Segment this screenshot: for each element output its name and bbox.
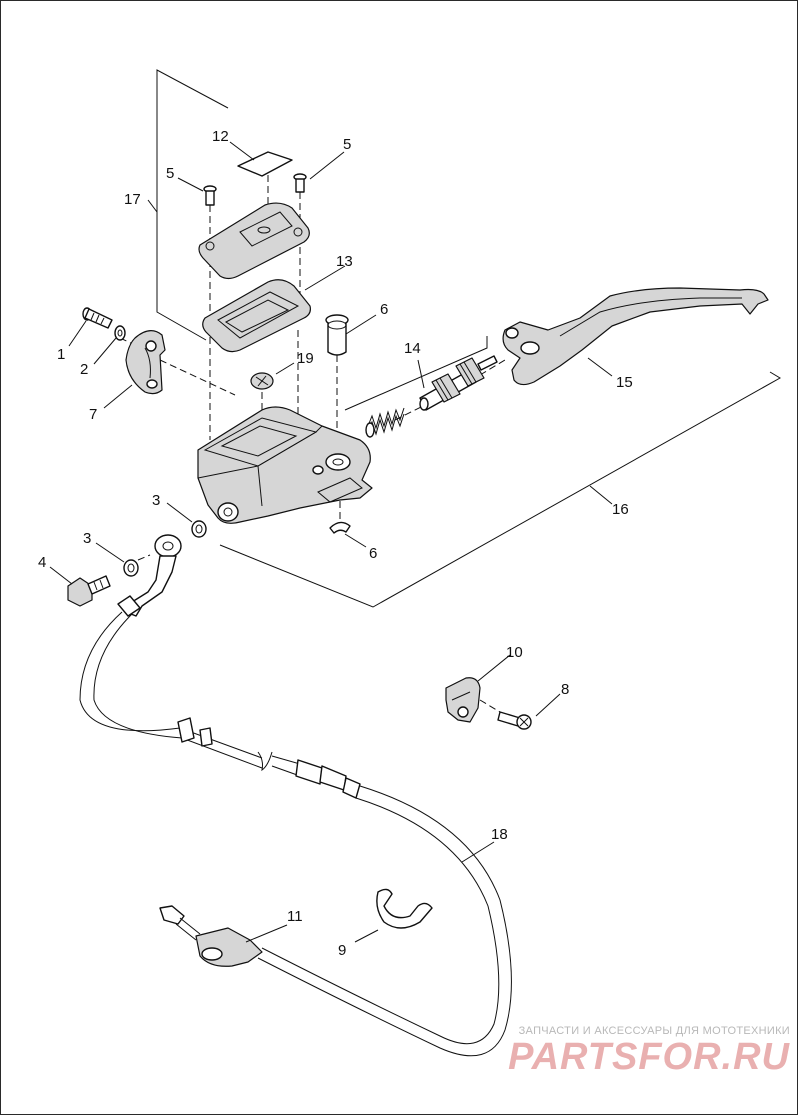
callout-19: 19 (297, 350, 314, 367)
callout-16: 16 (612, 501, 629, 518)
part-14-spring (365, 407, 405, 438)
callout-14: 14 (404, 340, 421, 357)
callout-leaders (49, 141, 613, 943)
part-17-reservoir-cover (198, 202, 310, 280)
assembly-bracket-17 (156, 69, 229, 341)
part-8-screw (497, 711, 532, 730)
part-6-pivot-pin (325, 314, 349, 356)
callout-2: 2 (80, 361, 88, 378)
part-10-clip (445, 677, 481, 723)
callout-3a: 3 (152, 492, 160, 509)
callout-10: 10 (506, 644, 523, 661)
assembly-bracket-16 (219, 336, 781, 608)
part-15-clutch-lever (502, 287, 769, 386)
callout-8: 8 (561, 681, 569, 698)
callout-7: 7 (89, 406, 97, 423)
callout-5b: 5 (343, 136, 351, 153)
callout-5a: 5 (166, 165, 174, 182)
callout-13: 13 (336, 253, 353, 270)
part-6-clip (329, 521, 351, 534)
callout-1: 1 (57, 346, 65, 363)
part-3-washer-upper (191, 520, 207, 538)
callout-9: 9 (338, 942, 346, 959)
watermark-tagline: ЗАПЧАСТИ И АКСЕССУАРЫ ДЛЯ МОТОТЕХНИКИ (518, 1025, 790, 1037)
callout-11: 11 (287, 908, 303, 925)
part-14-piston (419, 355, 498, 411)
watermark: ЗАПЧАСТИ И АКСЕССУАРЫ ДЛЯ МОТОТЕХНИКИ PA… (508, 1025, 790, 1077)
part-13-gasket (202, 279, 311, 353)
part-5-screw-right (293, 173, 307, 193)
part-9-hose-clip (376, 888, 433, 929)
part-11-hose-end-fitting (159, 905, 263, 967)
part-1-clamp-screw (82, 307, 113, 329)
part-18-clutch-hose (79, 534, 512, 1057)
callout-15: 15 (616, 374, 633, 391)
part-7-handlebar-clamp (125, 330, 166, 395)
callout-6b: 6 (369, 545, 377, 562)
callout-4: 4 (38, 554, 46, 571)
callout-17: 17 (124, 191, 141, 208)
part-5-screw-left (203, 185, 217, 206)
part-19-plug (250, 372, 274, 390)
part-3-washer-lower (123, 559, 139, 577)
callout-6a: 6 (380, 301, 388, 318)
callout-12: 12 (212, 128, 229, 145)
part-12-cap-label (237, 151, 293, 177)
master-cylinder-body (197, 406, 373, 524)
callout-18: 18 (491, 826, 508, 843)
callout-labels: 1 2 3 3 4 5 5 6 6 7 8 9 10 11 12 13 14 1… (38, 128, 633, 959)
callout-3b: 3 (83, 530, 91, 547)
part-4-banjo-bolt (67, 575, 111, 607)
part-2-washer (114, 325, 126, 341)
watermark-brand: PARTSFOR.RU (508, 1036, 790, 1078)
